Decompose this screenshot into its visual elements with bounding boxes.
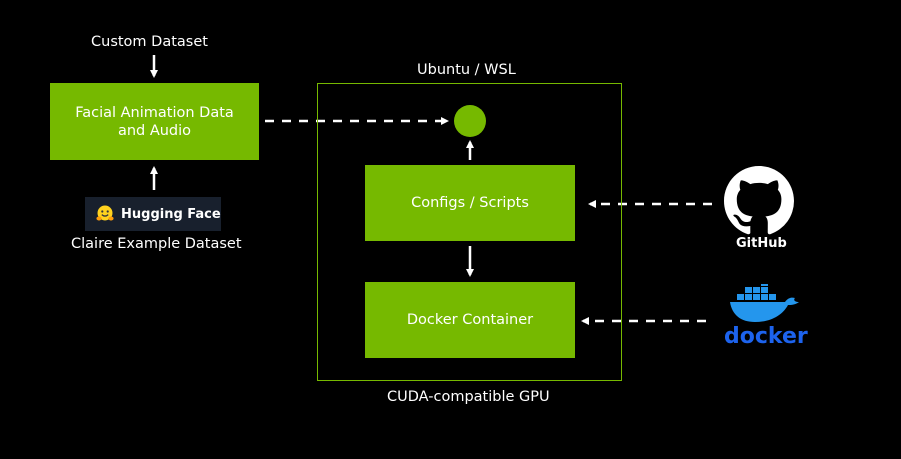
gpu-label: CUDA-compatible GPU [387,389,550,405]
configs-scripts-box: Configs / Scripts [365,165,575,241]
ubuntu-wsl-container [317,83,622,381]
facial-animation-line1: Facial Animation Data [75,104,234,121]
custom-dataset-label: Custom Dataset [91,34,208,50]
claire-dataset-label: Claire Example Dataset [71,236,242,252]
docker-container-label: Docker Container [406,312,534,328]
hugging-face-text: Hugging Face [121,206,221,222]
docker-logo-text: docker [724,324,808,349]
entry-point-dot [454,105,486,137]
docker-container-box: Docker Container [365,282,575,358]
hugging-face-icon [96,205,114,221]
github-octocat-icon [724,166,794,235]
facial-animation-line2: and Audio [117,122,192,139]
docker-whale-icon [730,284,799,322]
github-logo-text: GitHub [736,236,787,251]
container-title: Ubuntu / WSL [417,62,516,78]
hugging-face-badge: Hugging Face [85,197,221,231]
facial-animation-box: Facial Animation Data and Audio [50,83,259,160]
configs-scripts-label: Configs / Scripts [411,195,529,211]
